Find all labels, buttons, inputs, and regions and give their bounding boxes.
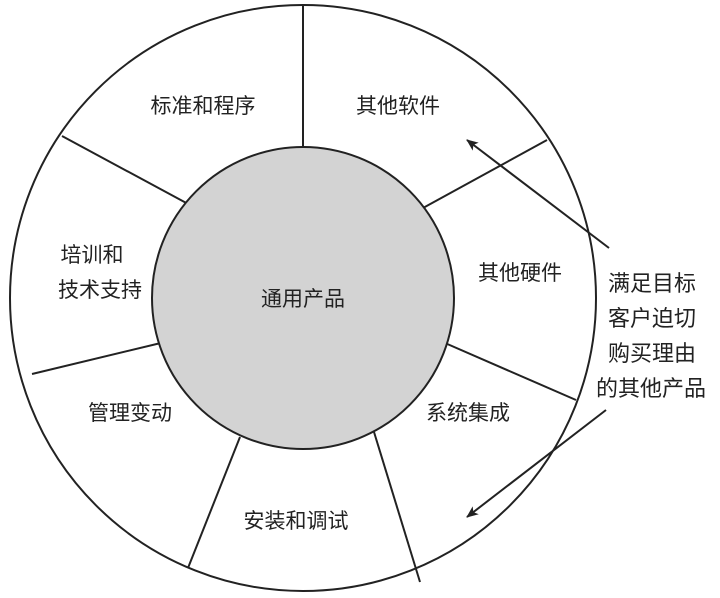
segment-system-integration: 系统集成 [426,401,510,425]
segment-dividers [31,5,577,583]
divider [31,341,166,375]
divider [187,436,241,569]
divider [444,342,577,401]
core-circle [151,146,455,450]
annotation-line-2: 客户迫切 [608,307,696,332]
segment-training-line1: 培训和 [61,243,124,267]
segment-install-debug: 安装和调试 [244,509,349,533]
core-label: 通用产品 [261,287,345,311]
segment-standards: 标准和程序 [151,94,256,118]
annotation-line-4: 的其他产品 [596,377,706,402]
arrow-lower [466,409,607,518]
arrow-upper [466,139,610,249]
annotation-line-3: 购买理由 [608,342,696,367]
divider [373,431,421,583]
segment-other-hardware: 其他硬件 [478,261,562,285]
segment-change-management: 管理变动 [88,401,172,425]
annotation-line-1: 满足目标 [608,272,696,297]
divider [61,135,191,206]
segment-other-software: 其他软件 [356,94,440,118]
divider [422,139,548,209]
segment-training-line2: 技术支持 [58,278,142,302]
